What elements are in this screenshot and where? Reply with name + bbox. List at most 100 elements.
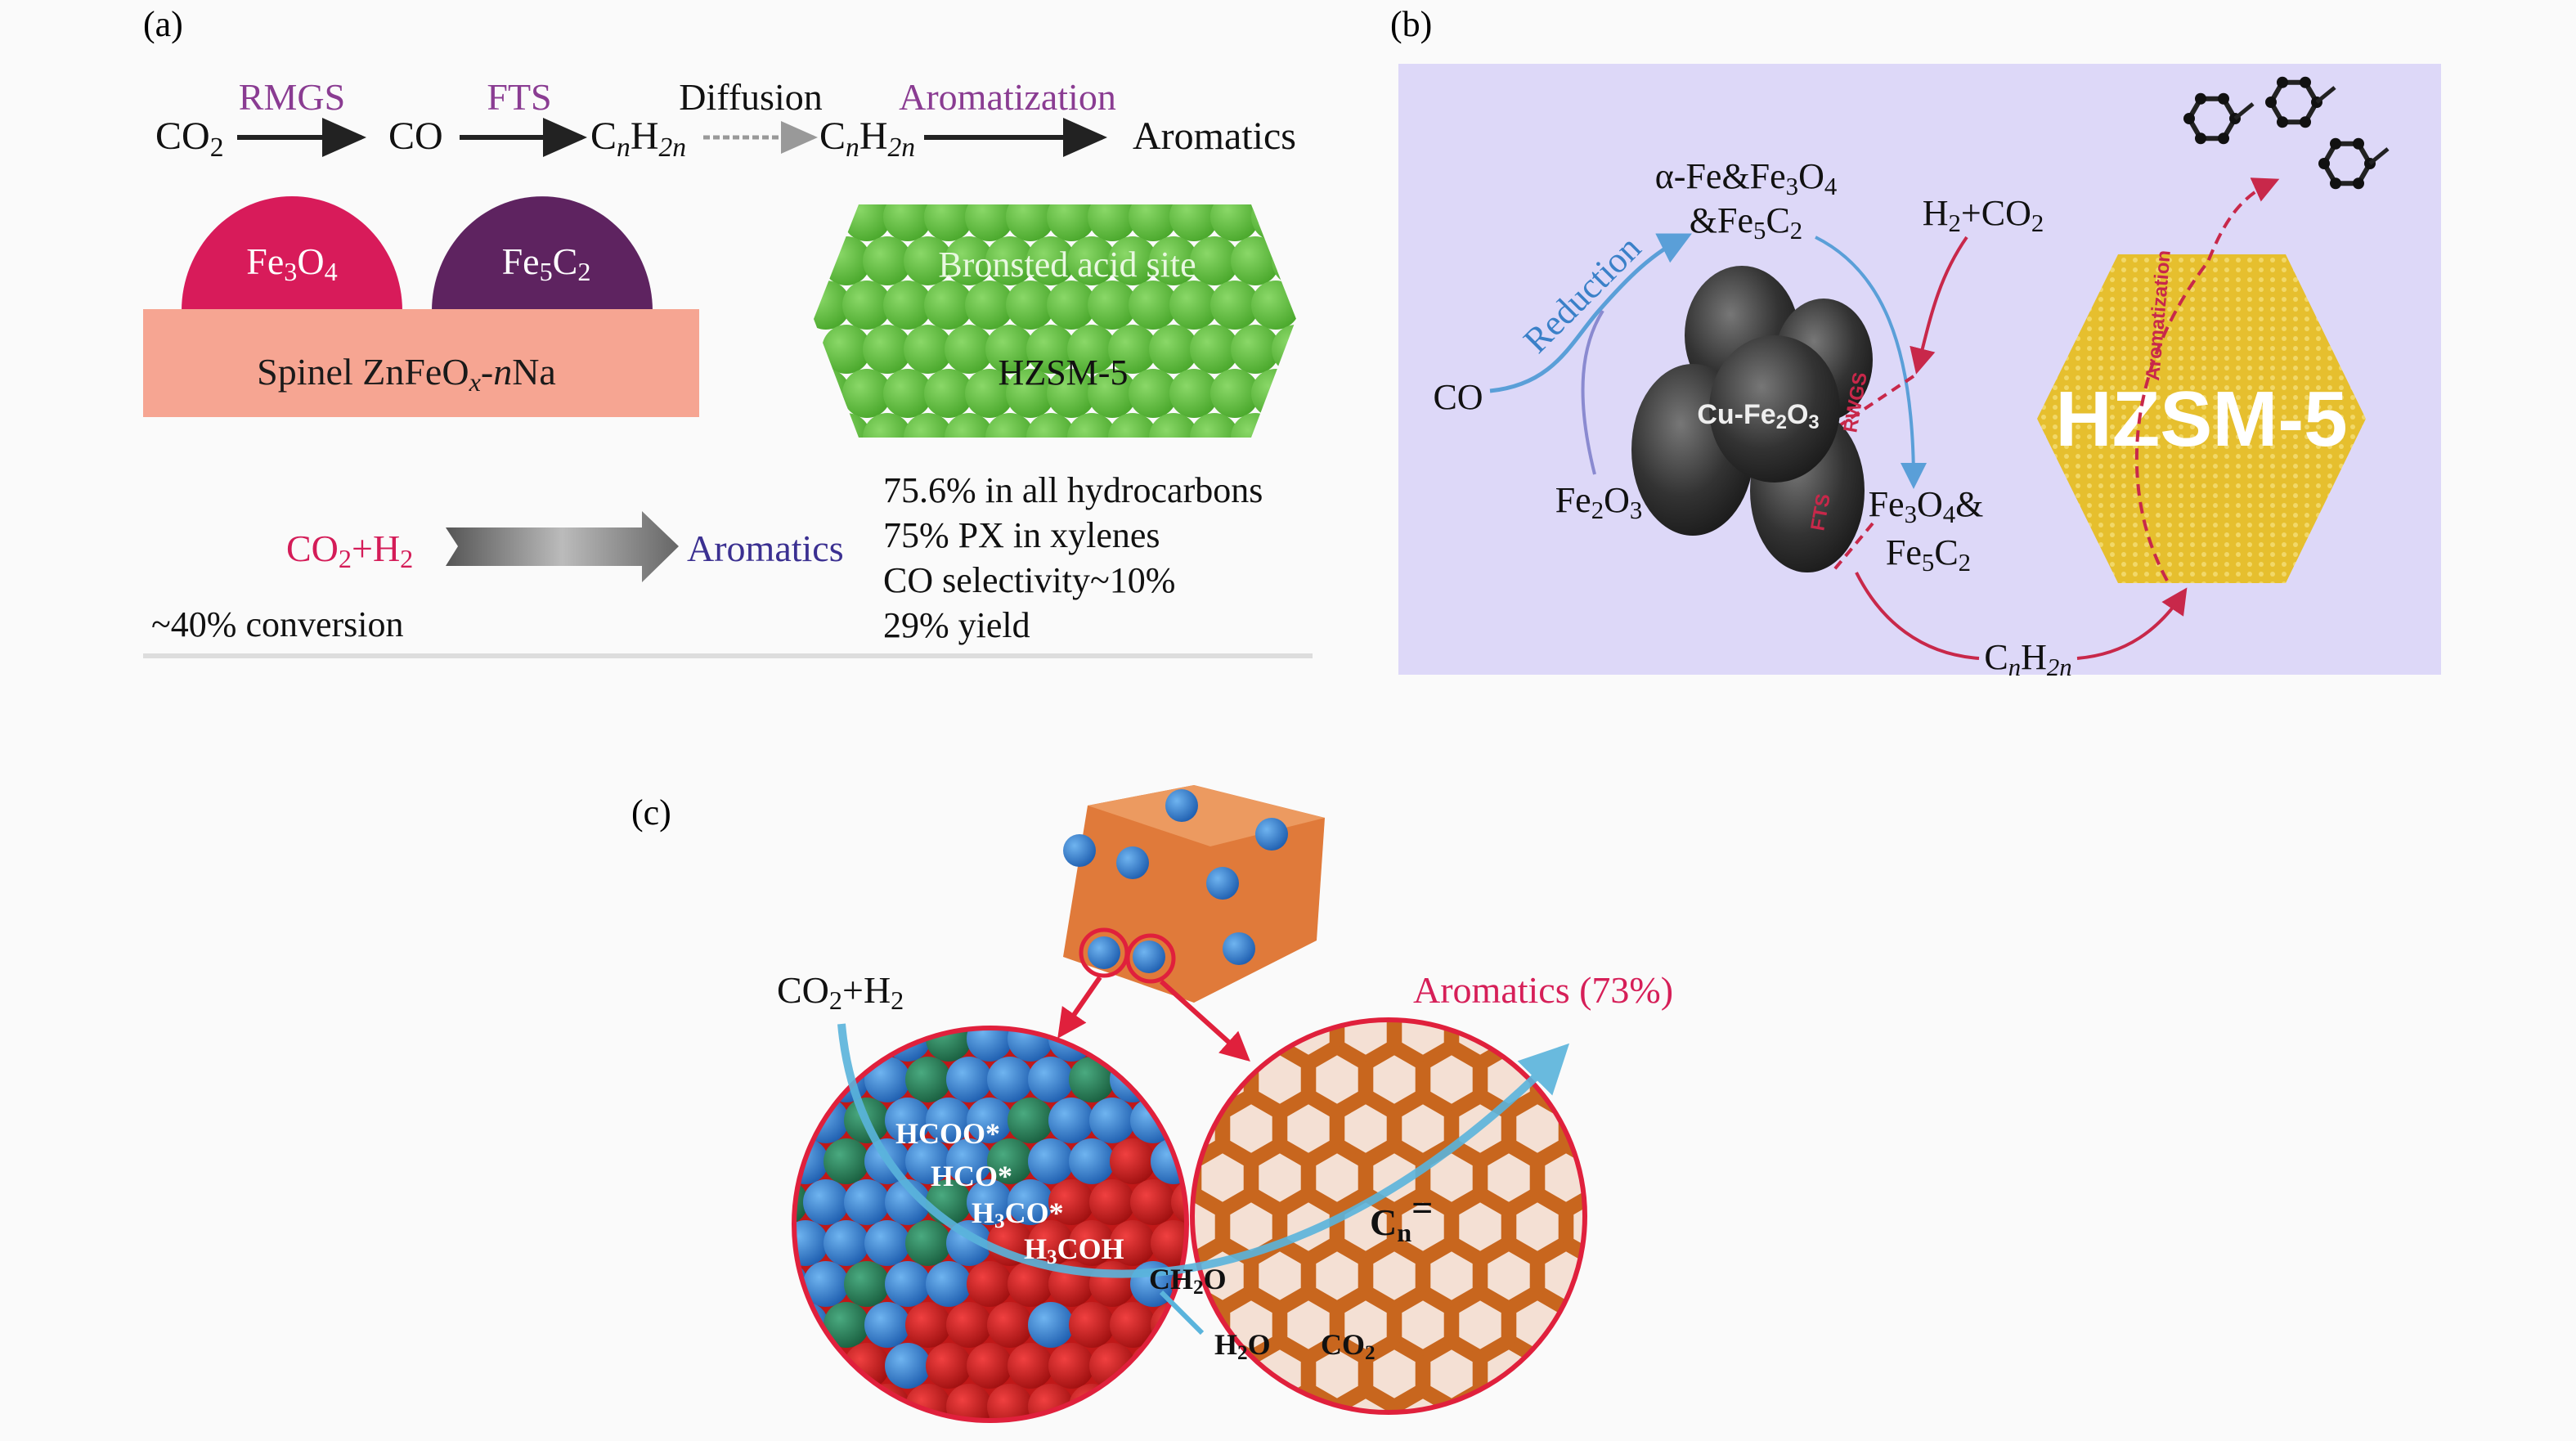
framework-ring	[1364, 1241, 1425, 1311]
panel-b-label: (b)	[1390, 4, 1432, 44]
chain-aromatics: Aromatics	[1133, 114, 1296, 158]
zeolite-sphere	[1210, 204, 1259, 241]
surface-atom	[1130, 1343, 1176, 1389]
zeolite-sphere	[1067, 413, 1116, 438]
framework-ring	[1250, 1241, 1310, 1311]
zeolite-sphere	[1088, 369, 1137, 418]
surface-atom	[967, 1028, 1012, 1062]
co-label: CO	[1433, 377, 1483, 417]
zeolite-sphere	[842, 281, 891, 330]
process-arrow	[446, 511, 679, 582]
surface-atom	[1028, 1302, 1074, 1348]
framework-ring	[1450, 1290, 1510, 1360]
panel-b: (b) Cu-Fe2O3 RWGS FTS CO Reduction α-Fe&…	[1390, 4, 2441, 681]
surface-atom	[1130, 1028, 1176, 1062]
panel-a-label: (a)	[143, 4, 183, 44]
framework-ring	[1335, 1093, 1396, 1164]
surface-atom	[803, 1261, 849, 1307]
framework-ring	[1307, 1241, 1367, 1311]
framework-ring	[1421, 1241, 1482, 1311]
aromatization-path	[2135, 177, 2280, 581]
reduction-arrow	[1489, 233, 1692, 393]
zeolite-circle	[1190, 1017, 1587, 1415]
step-diffusion: Diffusion	[679, 76, 823, 118]
stat-line: CO selectivity~10%	[883, 560, 1175, 600]
product-label: Aromatics	[687, 527, 844, 569]
zeolite-sphere	[1006, 281, 1055, 330]
surface-atom	[1069, 1138, 1115, 1184]
zeolite-sphere	[1108, 413, 1157, 438]
surface-atom	[926, 1098, 972, 1143]
surface-atom	[1089, 1261, 1135, 1307]
framework-ring	[1364, 1339, 1425, 1409]
framework-ring	[1564, 1388, 1585, 1412]
zeolite-sphere	[1272, 236, 1296, 285]
surface-atom	[1028, 1057, 1074, 1102]
framework-ring	[1192, 1044, 1253, 1115]
methyl-bond	[2315, 86, 2336, 104]
fe3o4-particle	[182, 196, 402, 311]
zeolite-sphere	[1026, 413, 1075, 438]
fe3o4-label: Fe3O4	[246, 240, 337, 286]
chain-cnh2n-2: CnH2n	[819, 114, 915, 163]
zeolite-sphere	[1088, 281, 1137, 330]
surface-atom	[946, 1138, 992, 1184]
framework-ring	[1364, 1142, 1425, 1213]
framework-ring	[1564, 1290, 1585, 1360]
zeolite-sphere	[1067, 325, 1116, 374]
surface-atom	[794, 1384, 828, 1421]
feed-label: CO2+H2	[777, 969, 904, 1015]
zeolite-sphere	[863, 325, 912, 374]
surface-atom	[885, 1179, 931, 1225]
zeolite-sphere	[1251, 204, 1296, 241]
zeolite-sphere	[924, 204, 973, 241]
surface-atom	[824, 1384, 869, 1421]
surface-atom	[1151, 1384, 1187, 1421]
surface-atom	[905, 1138, 951, 1184]
surface-atom	[1089, 1179, 1135, 1225]
framework-ring	[1598, 1246, 1649, 1305]
surface-atom	[1151, 1138, 1187, 1184]
zeolite-sphere	[822, 325, 871, 374]
surface-atom	[824, 1138, 869, 1184]
support-label: Spinel ZnFeOx-nNa	[257, 351, 556, 397]
zeolite-sphere	[985, 236, 1034, 285]
framework-ring	[1564, 1093, 1585, 1164]
surface-atom	[987, 1302, 1033, 1348]
fe3o4-and-label: Fe3O4&	[1869, 484, 1984, 528]
zeolite-sphere	[814, 204, 850, 241]
chain-cnh2n-1: CnH2n	[590, 114, 686, 163]
surface-atom	[926, 1028, 972, 1062]
zeolite-sphere	[1231, 236, 1280, 285]
zeolite-sphere	[924, 281, 973, 330]
carbon-atom	[2183, 113, 2195, 124]
zeolite-sphere	[1006, 369, 1055, 418]
surface-atom	[1110, 1057, 1156, 1102]
fe5c2-particle	[432, 196, 653, 311]
surface-atom	[794, 1220, 828, 1266]
zeolite-sphere	[1108, 325, 1157, 374]
zeolite-sphere	[1190, 413, 1239, 438]
stat-line: 75.6% in all hydrocarbons	[883, 470, 1263, 510]
framework-ring	[1598, 1148, 1649, 1207]
zeolite-sphere	[1231, 413, 1280, 438]
byproduct-h2o: H2O	[1214, 1328, 1271, 1364]
framework-ring	[1393, 1020, 1453, 1066]
framework-ring	[1278, 1192, 1339, 1262]
zeolite-sphere	[1169, 369, 1218, 418]
framework-ring	[1450, 1388, 1510, 1412]
surface-atom	[1130, 1179, 1176, 1225]
surface-atom	[844, 1261, 890, 1307]
zeolite-sphere	[1026, 236, 1075, 285]
framework-ring	[1507, 1388, 1568, 1412]
hzsm5-label: HZSM-5	[2055, 375, 2347, 463]
zeolite-sphere	[945, 325, 994, 374]
surface-atom	[1048, 1098, 1094, 1143]
carbon-atom	[2218, 132, 2229, 145]
chain-co: CO	[388, 114, 443, 158]
surface-atom	[1192, 1057, 1237, 1102]
zeolite-sphere	[1006, 204, 1055, 241]
surface-atom	[885, 1098, 931, 1143]
intermediate-hco: HCO*	[931, 1160, 1012, 1192]
step-rmgs: RMGS	[239, 76, 345, 118]
